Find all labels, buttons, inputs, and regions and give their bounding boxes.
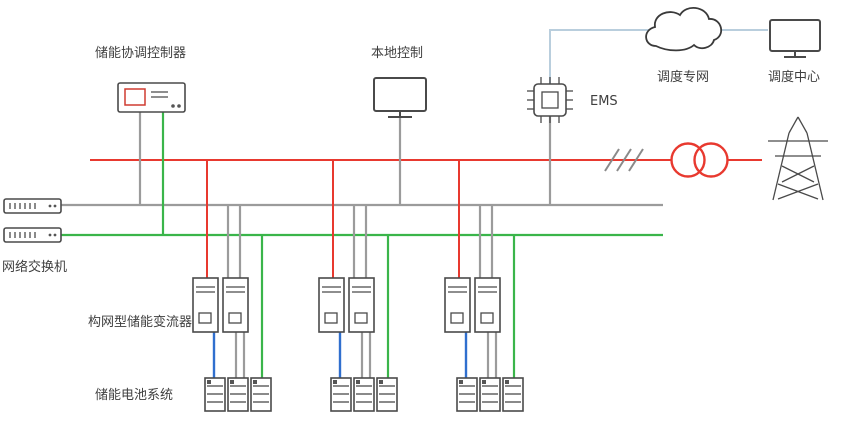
converter-label: 构网型储能变流器: [88, 314, 192, 330]
transmission-tower-icon: [768, 116, 828, 201]
pcs-bess-unit-1: [191, 158, 273, 413]
dispatch-network-label: 调度专网: [657, 69, 709, 85]
pcs-bess-unit-2: [317, 158, 399, 413]
transformer-icon: [670, 142, 729, 178]
dispatch-center-label: 调度中心: [768, 69, 820, 85]
coordinator-controller-icon: [117, 82, 186, 113]
dispatch-network-cloud-icon: [645, 7, 723, 52]
battery-system-label: 储能电池系统: [95, 388, 173, 403]
coordinator-label: 储能协调控制器: [95, 46, 186, 61]
ems-label: EMS: [590, 94, 618, 109]
pcs-bess-unit-3: [443, 158, 525, 413]
local-control-label: 本地控制: [371, 46, 423, 61]
line-break-icon: [604, 148, 644, 172]
ems-chip-icon: [527, 77, 573, 123]
network-switch-icon: [3, 198, 62, 243]
local-control-monitor-icon: [373, 77, 427, 118]
dispatch-center-monitor-icon: [769, 19, 821, 58]
network-switch-label: 网络交换机: [2, 259, 67, 275]
